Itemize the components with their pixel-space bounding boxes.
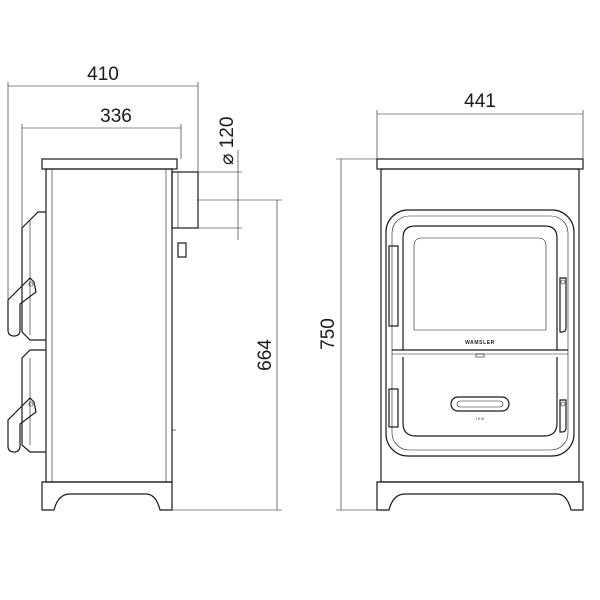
air-control-slider (450, 396, 510, 412)
side-body (45, 168, 173, 483)
front-base (376, 481, 584, 511)
dim-label-120: ⌀ 120 (217, 117, 238, 165)
side-upper-door (21, 211, 46, 341)
front-hinge-upper (388, 245, 399, 327)
front-handle-lower (559, 399, 567, 433)
brand-label: WAMSLER (465, 340, 495, 346)
side-lower-handle (7, 397, 37, 453)
front-top-plate (376, 158, 584, 170)
side-lower-door (21, 349, 46, 453)
dimension-side-body-width: 336 (21, 106, 182, 228)
side-flue-collar (171, 171, 199, 229)
dim-label-750: 750 (318, 318, 339, 350)
dimension-flue-diameter: ⌀ 120 (198, 117, 242, 240)
dim-label-664: 664 (255, 339, 276, 371)
side-view (7, 158, 199, 511)
front-hinge-lower (388, 388, 399, 428)
dimension-side-total-width: 410 (7, 64, 199, 330)
front-viewing-window (413, 237, 547, 331)
front-door-frame (385, 209, 575, 457)
dimension-total-height: 750 (318, 158, 377, 511)
dim-label-410: 410 (87, 64, 119, 85)
side-base (41, 481, 173, 511)
front-view: WAMSLER I II III (376, 158, 584, 511)
side-top-plate (41, 158, 178, 170)
front-lower-door (402, 357, 558, 437)
front-upper-door (402, 225, 558, 350)
dim-label-441: 441 (464, 91, 496, 112)
dimension-front-width: 441 (376, 91, 584, 159)
side-upper-handle (7, 277, 37, 337)
side-rear-connector (177, 242, 187, 258)
front-handle-upper (559, 277, 567, 333)
dim-label-336: 336 (100, 106, 132, 127)
dimension-flue-height: 664 (172, 199, 282, 511)
air-control-markings: I II III (476, 417, 484, 421)
